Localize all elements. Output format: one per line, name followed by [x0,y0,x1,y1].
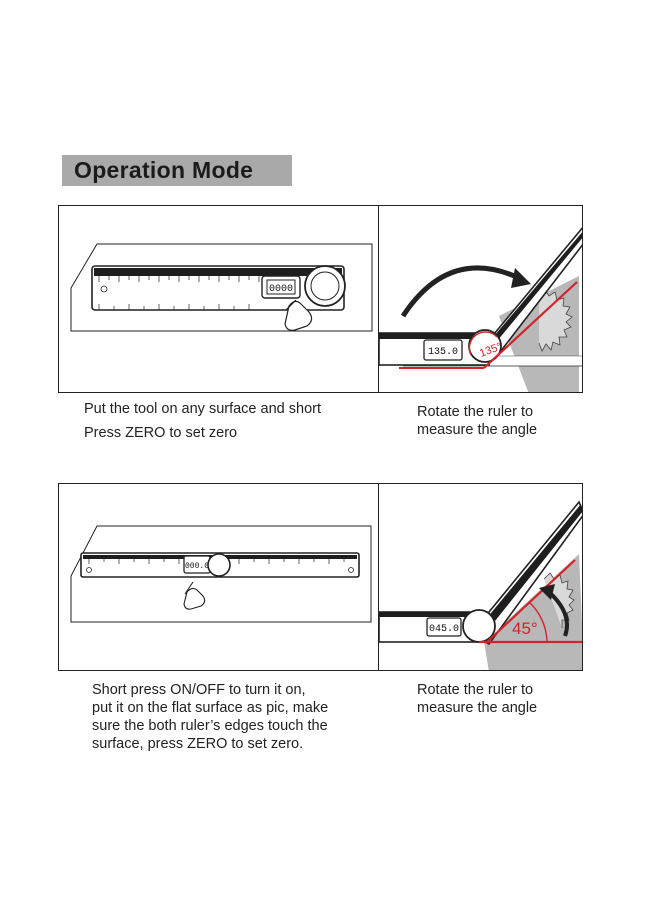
caption-line: Short press ON/OFF to turn it on, [92,682,306,698]
lcd-readout-4: 045.0 [429,624,459,635]
panel-1-right: 135.0 135° [378,205,583,393]
caption-line: sure the both ruler’s edges touch the [92,718,328,734]
panel-2-left: 000.0 [58,483,379,671]
section-title-band: Operation Mode [62,155,292,186]
panel-1-left: 0000 [58,205,379,393]
caption-1-left: Put the tool on any surface and short Pr… [84,400,321,442]
caption-line: Rotate the ruler to [417,682,534,698]
lcd-readout-2: 135.0 [428,347,458,358]
ruler-flat-illustration: 000.0 [70,525,372,623]
caption-line: Put the tool on any surface and short [84,401,321,417]
angle-45-illustration: 045.0 45° [379,500,582,670]
caption-line: Rotate the ruler to [417,404,534,420]
caption-line: put it on the flat surface as pic, make [92,700,329,716]
caption-line: measure the angle [417,700,538,716]
lcd-readout-3: 000.0 [185,562,209,571]
caption-1-right: Rotate the ruler to measure the angle [417,403,537,439]
ruler-zero-illustration: 0000 [70,243,373,332]
angle-135-illustration: 135.0 135° [379,227,582,392]
angle-label-2: 45° [512,619,538,638]
panel-2-right: 045.0 45° [378,483,583,671]
caption-line: measure the angle [417,422,538,438]
caption-line: Press ZERO to set zero [84,425,238,441]
page-title: Operation Mode [74,157,254,183]
caption-line: surface, press ZERO to set zero. [92,736,304,752]
caption-2-left: Short press ON/OFF to turn it on, put it… [92,681,328,753]
caption-2-right: Rotate the ruler to measure the angle [417,681,537,717]
lcd-readout-1: 0000 [269,284,293,295]
